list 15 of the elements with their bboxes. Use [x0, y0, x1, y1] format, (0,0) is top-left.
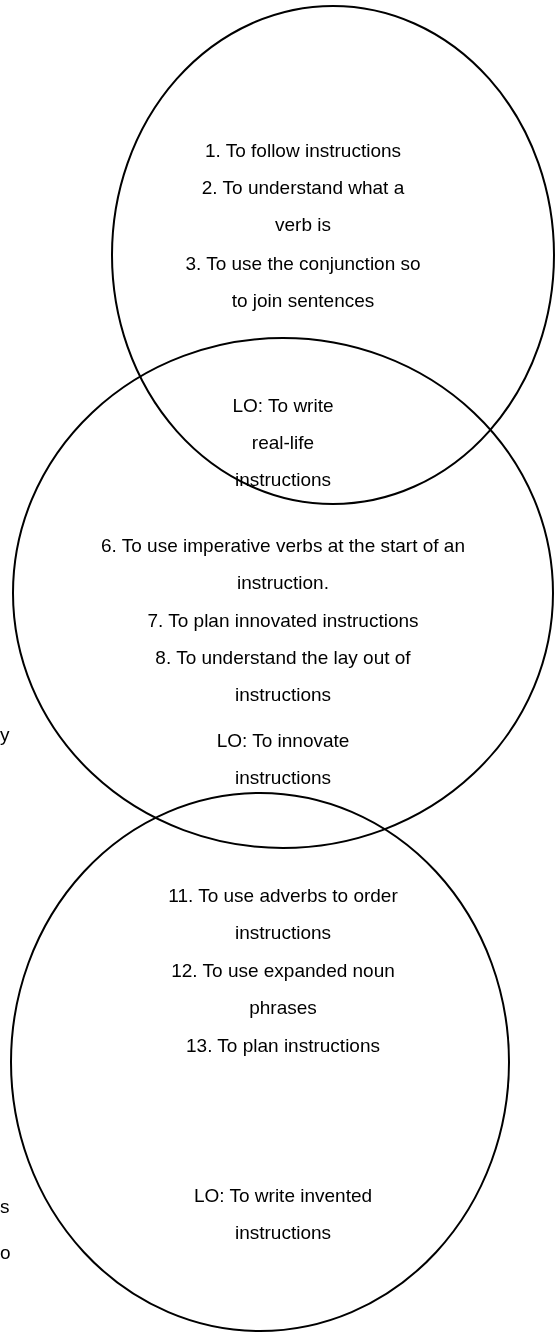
list-item: 2. To understand what a verb is [200, 176, 406, 237]
list-item: 1. To follow instructions [203, 139, 403, 163]
list-item: 12. To use expanded noun phrases [170, 959, 396, 1020]
list-item: 7. To plan innovated instructions [146, 609, 420, 633]
list-item: 13. To plan instructions [185, 1034, 381, 1058]
learning-objective: LO: To write real-life instructions [231, 394, 335, 492]
cut-off-text: s [0, 1195, 11, 1219]
list-item: 6. To use imperative verbs at the start of an instruction. [100, 534, 466, 595]
learning-objective: LO: To innovate instructions [215, 729, 351, 790]
learning-objective: LO: To write invented instructions [192, 1184, 374, 1245]
cut-off-text: o [0, 1241, 12, 1265]
cut-off-text: y [0, 723, 11, 747]
list-item: 3. To use the conjunction so to join sentences [184, 252, 422, 313]
list-item: 11. To use adverbs to order instructions [167, 884, 399, 945]
list-item: 8. To understand the lay out of instructions [154, 646, 412, 707]
